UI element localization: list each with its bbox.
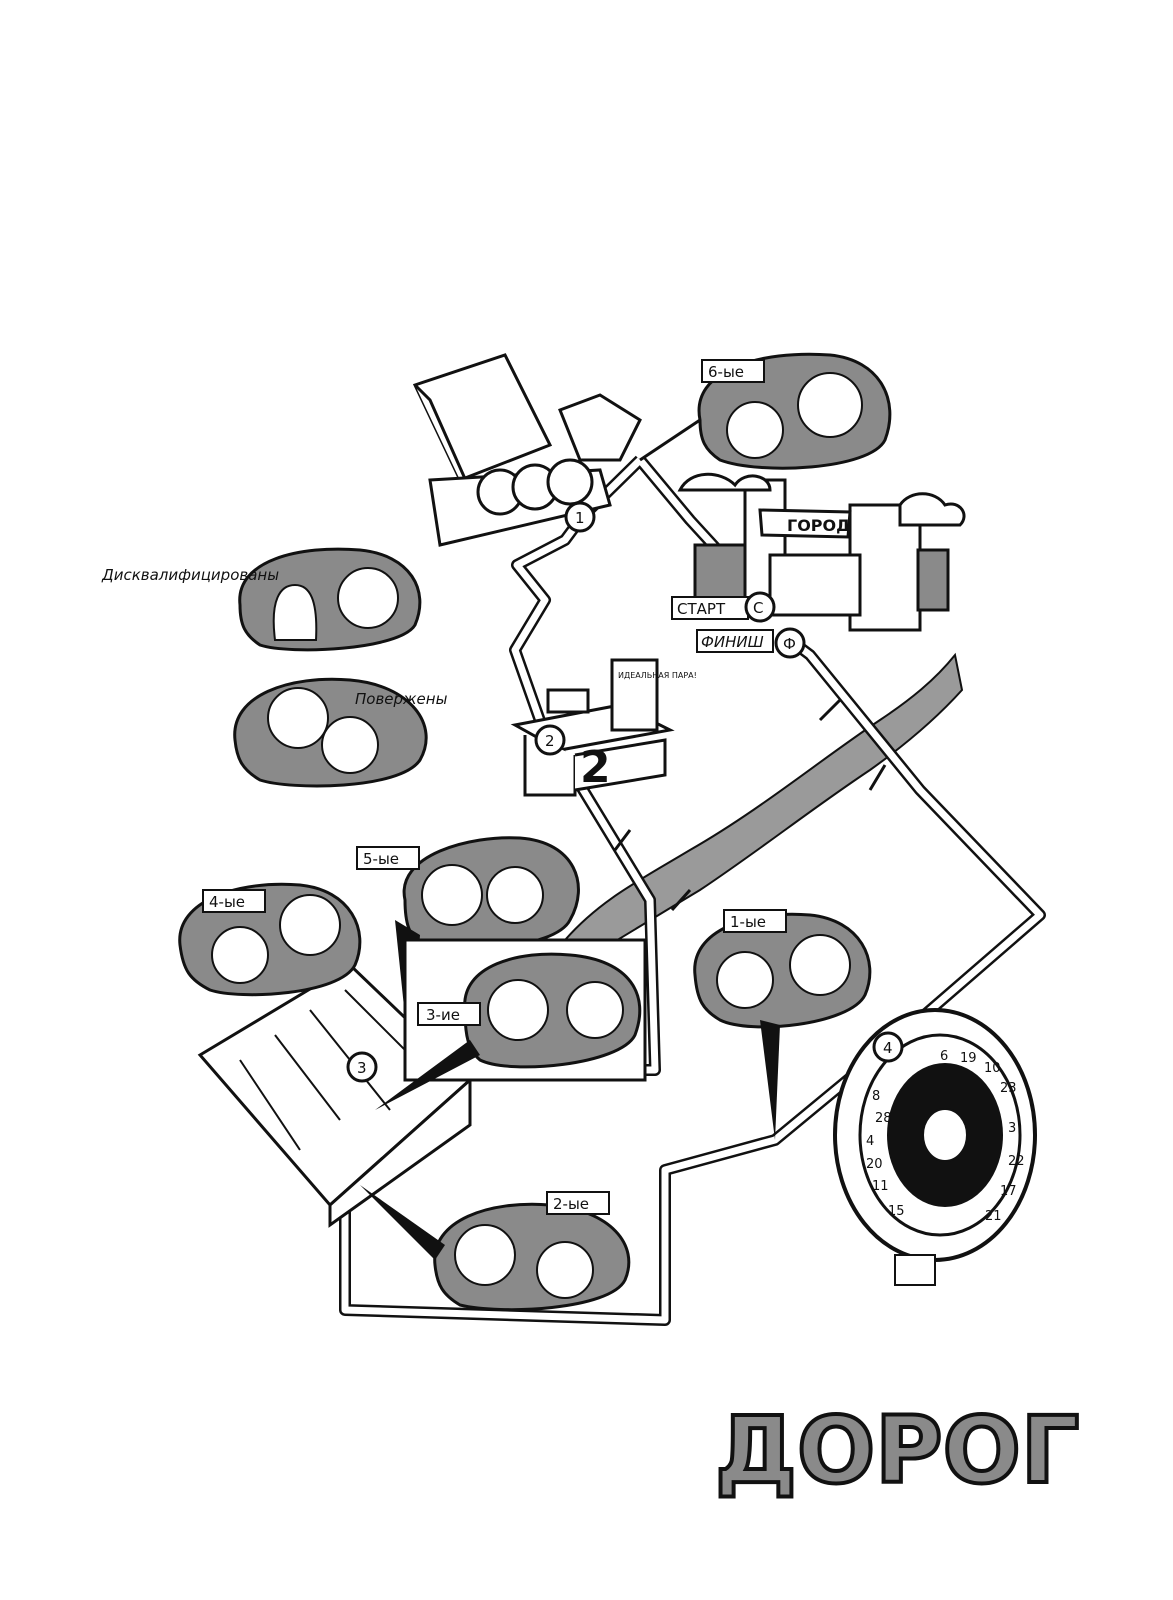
river [563,652,964,967]
svg-text:3: 3 [357,1059,367,1077]
sixth-place-label: 6-ые [708,363,744,381]
roulette-number: 15 [888,1204,905,1219]
disqualified-label: Дисквалифицированы [101,566,279,584]
svg-text:2: 2 [545,732,555,750]
roulette-number: 3 [1008,1121,1016,1136]
finish-marker: ФИНИШ Ф [696,627,806,659]
fourth-place-label: 4-ые [209,893,245,911]
slot-machine-building [412,353,642,547]
second-place-label: 2-ые [553,1195,589,1213]
town-sign: ГОРОД [787,516,850,535]
checkpoint-3: 3 [346,1051,378,1083]
roulette-number: 6 [940,1049,948,1064]
checkpoint-4: 4 [872,1031,904,1063]
bubble-sixth-place: 6-ые [639,352,892,470]
roulette-number: 22 [1008,1154,1025,1169]
svg-text:4: 4 [883,1039,893,1057]
roulette-number: 23 [1000,1081,1017,1096]
finish-label: ФИНИШ [701,633,764,651]
bubble-third-place: 3-ие [375,938,647,1110]
roulette-number: 10 [984,1061,1001,1076]
roulette-number: 11 [872,1179,889,1194]
roulette-number: 8 [872,1089,880,1104]
start-label: СТАРТ [677,600,726,618]
first-place-label: 1-ые [730,913,766,931]
bubble-disqualified [238,547,422,652]
checkpoint-1: 1 [564,501,596,533]
town-buildings [677,472,966,632]
roulette-number: 28 [875,1111,892,1126]
bubble-defeated [233,677,428,788]
checkpoint-2: 2 [534,724,566,756]
defeated-label: Повержены [355,690,448,708]
perfect-couple-sign: ИДЕАЛЬНАЯ ПАРА! [618,671,697,680]
finish-letter: Ф [783,635,796,653]
roulette-number: 20 [866,1157,883,1172]
roulette-number: 21 [985,1209,1002,1224]
start-letter: С [753,599,763,617]
start-marker: СТАРТ С [671,591,776,623]
third-place-label: 3-ие [426,1006,460,1024]
roulette-number: 4 [866,1134,874,1149]
roulette-number: 17 [1000,1184,1017,1199]
roulette-wheel [833,1008,1037,1286]
bubble-fourth-place: 4-ые [178,882,362,997]
page-caption: ДОРОГ [715,1397,1079,1504]
bubble-first-place: 1-ые [693,909,872,1140]
desk-number: 2 [580,742,611,793]
bubble-second-place: 2-ые [360,1185,631,1312]
svg-text:1: 1 [575,509,585,527]
roulette-number: 19 [960,1051,977,1066]
fifth-place-label: 5-ые [363,850,399,868]
